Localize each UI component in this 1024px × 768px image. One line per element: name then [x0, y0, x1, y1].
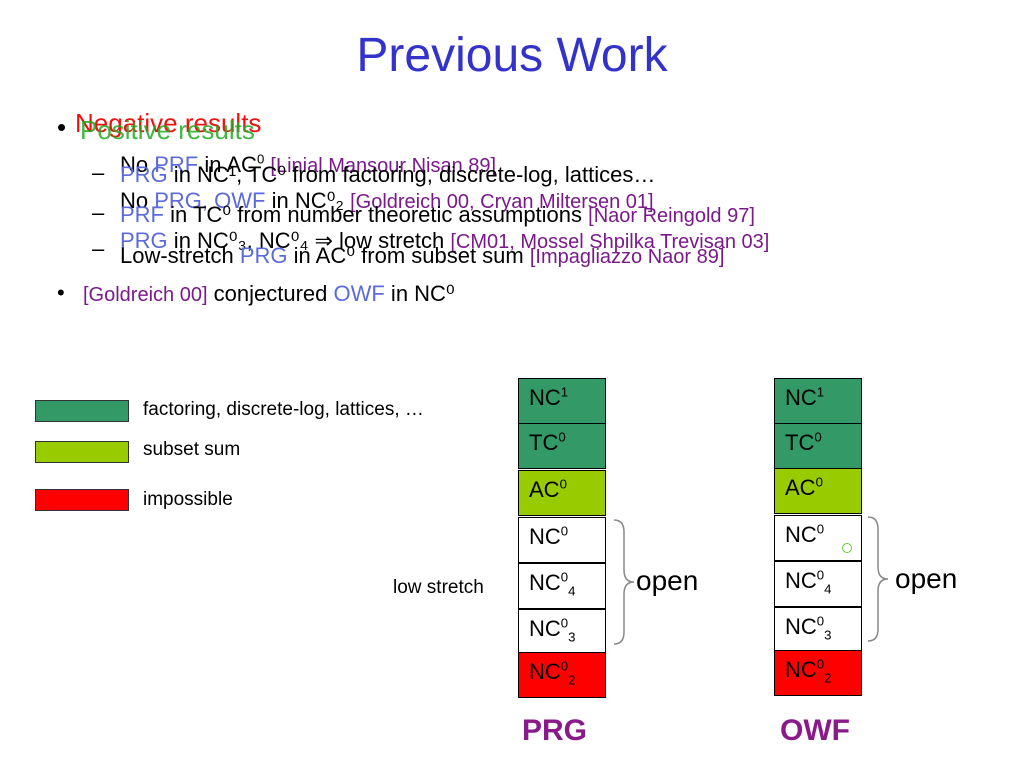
class-cell: NC0 — [774, 515, 862, 561]
negative-line-3: PRG in NC⁰₃, NC⁰₄ ⇒ low stretch [CM01, M… — [120, 228, 770, 253]
class-cell: NC02 — [774, 650, 862, 696]
negative-results-heading: Negative results — [75, 108, 262, 138]
dash-2: – — [92, 200, 105, 225]
marker-dot — [842, 543, 852, 553]
legend-swatch-factoring — [35, 400, 129, 422]
class-cell: NC1 — [518, 378, 606, 424]
legend-swatch-impossible — [35, 489, 129, 511]
owf-column-name: OWF — [780, 714, 850, 747]
class-cell: NC03 — [518, 609, 606, 655]
positive-line-3: Low-stretch PRG in AC⁰ from subset sum [… — [120, 243, 725, 268]
class-cell: TC0 — [518, 423, 606, 469]
prg-open-label: open — [636, 565, 699, 596]
positive-line-2: PRF in TC⁰ from number theoretic assumpt… — [120, 202, 755, 227]
positive-results-heading: Positive results — [80, 115, 255, 145]
class-cell: NC0 — [518, 517, 606, 563]
class-cell: NC1 — [774, 378, 862, 424]
negative-line-2: No PRG, OWF in NC⁰₂ [Goldreich 00, Cryan… — [120, 188, 654, 213]
legend-swatch-subset-sum — [35, 441, 129, 463]
legend-label-subset-sum: subset sum — [143, 439, 241, 460]
class-cell: NC04 — [774, 561, 862, 607]
bullet-dot: • — [57, 112, 67, 142]
bullet-dot-2: • — [57, 280, 65, 305]
owf-open-brace — [867, 516, 889, 642]
class-cell: NC02 — [518, 652, 606, 698]
negative-line-1: No PRF in AC0 [Linial Mansour Nisan 89] — [120, 151, 497, 177]
legend-label-factoring: factoring, discrete-log, lattices, … — [143, 399, 424, 420]
positive-line-1: PRG in NC¹, TC⁰ from factoring, discrete… — [120, 162, 656, 187]
low-stretch-label: low stretch — [393, 577, 484, 598]
slide-title: Previous Work — [356, 29, 668, 82]
conjecture-line: [Goldreich 00] conjectured OWF in NC⁰ — [83, 281, 455, 306]
prg-column-name: PRG — [522, 714, 588, 747]
class-cell: TC0 — [774, 423, 862, 469]
class-cell: AC0 — [774, 468, 862, 514]
class-cell: AC0 — [518, 470, 606, 516]
class-cell: NC04 — [518, 563, 606, 609]
dash-3: – — [92, 236, 105, 261]
class-cell: NC03 — [774, 607, 862, 653]
owf-open-label: open — [895, 563, 958, 594]
dash-1: – — [92, 160, 105, 185]
legend-label-impossible: impossible — [143, 489, 233, 510]
prg-open-brace — [613, 519, 635, 645]
